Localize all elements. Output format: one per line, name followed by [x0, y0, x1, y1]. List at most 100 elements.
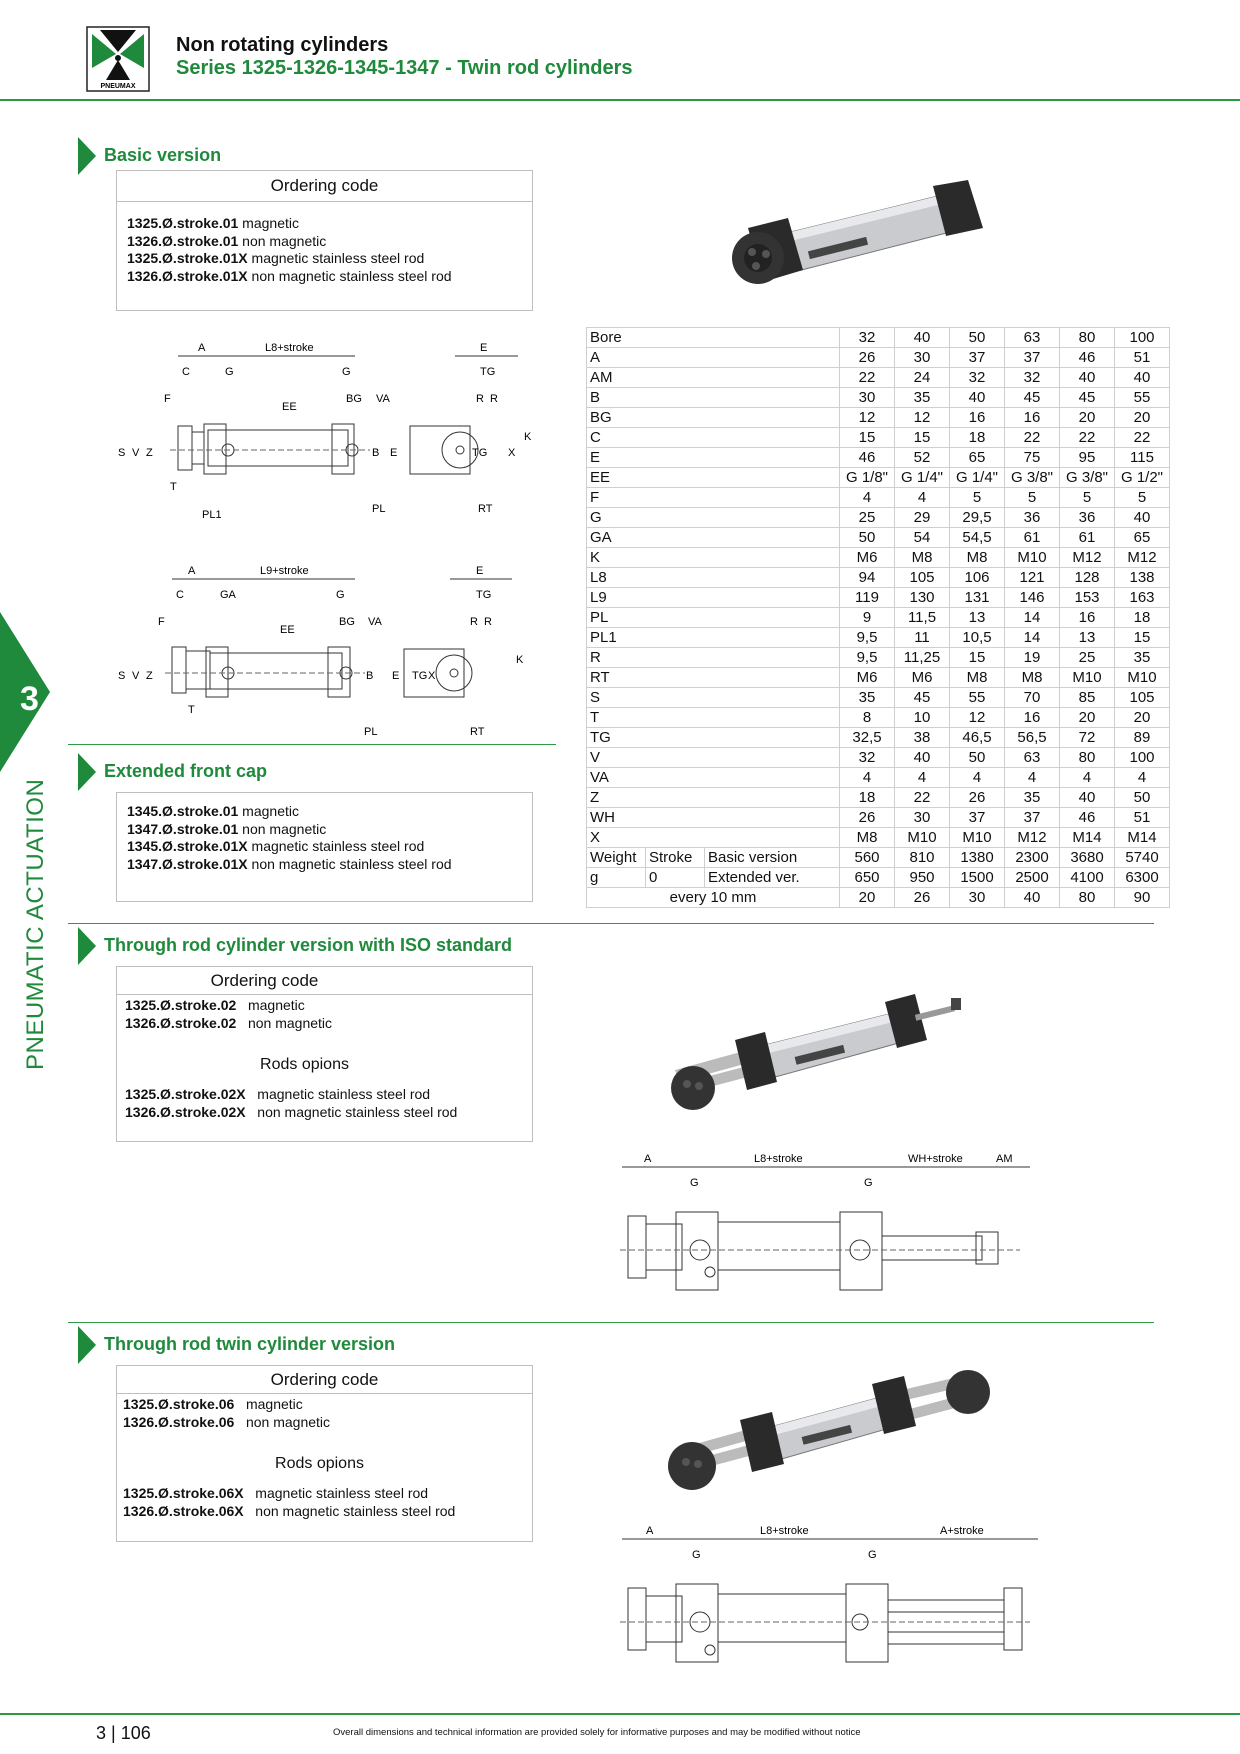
table-cell: 105: [894, 567, 950, 588]
table-cell: 20: [1059, 407, 1115, 428]
table-cell: 50: [839, 527, 895, 548]
table-cell: 30: [839, 387, 895, 408]
table-cell: 51: [1114, 807, 1170, 828]
dim-label: C: [176, 589, 184, 601]
table-cell: 30: [949, 887, 1005, 908]
basic-cylinder-photo: [718, 178, 988, 313]
table-cell: 106: [949, 567, 1005, 588]
table-cell: 24: [894, 367, 950, 388]
through-iso-ordering-box: Ordering code 1325.Ø.stroke.02 magnetic …: [116, 966, 533, 1142]
table-cell: 4: [949, 767, 1005, 788]
table-cell: 26: [839, 807, 895, 828]
dim-label: GA: [220, 589, 237, 601]
dim-label: E: [390, 447, 397, 459]
dim-label: EE: [282, 401, 297, 413]
row-label: PL1: [586, 627, 840, 648]
dim-label: PL: [372, 503, 385, 515]
dim-label: R: [470, 616, 478, 628]
table-cell: 115: [1114, 447, 1170, 468]
table-cell: 65: [1114, 527, 1170, 548]
table-cell: 9,5: [839, 627, 895, 648]
table-cell: M8: [1004, 667, 1060, 688]
table-cell: 50: [1114, 787, 1170, 808]
table-cell: 5: [1059, 487, 1115, 508]
through-rod-twin-title: Through rod twin cylinder version: [104, 1334, 396, 1354]
table-cell: 46,5: [949, 727, 1005, 748]
table-cell: 15: [894, 427, 950, 448]
table-cell: 1380: [949, 847, 1005, 868]
row-label: AM: [586, 367, 840, 388]
footer-disclaimer: Overall dimensions and technical informa…: [333, 1727, 861, 1738]
table-cell: 61: [1059, 527, 1115, 548]
dim-label: C: [182, 366, 190, 378]
extended-front-cap-title: Extended front cap: [104, 761, 268, 781]
table-cell: 72: [1059, 727, 1115, 748]
dim-label: X: [508, 447, 516, 459]
table-cell: M8: [949, 667, 1005, 688]
extended-code-list: 1345.Ø.stroke.01 magnetic 1347.Ø.stroke.…: [117, 793, 532, 873]
table-cell: 560: [839, 847, 895, 868]
page-title: Non rotating cylinders: [176, 34, 389, 56]
table-cell: G 1/8": [839, 467, 895, 488]
table-cell: M8: [839, 827, 895, 848]
table-cell: 54,5: [949, 527, 1005, 548]
code-line: 1326.Ø.stroke.06X non magnetic stainless…: [123, 1502, 456, 1519]
table-cell: 26: [894, 887, 950, 908]
code-line: 1326.Ø.stroke.02X non magnetic stainless…: [125, 1103, 458, 1120]
basic-dimension-drawing: A L8+stroke E C G G TG F BG VA R R EE S …: [110, 340, 550, 525]
table-cell: 40: [949, 387, 1005, 408]
table-cell: 32: [839, 327, 895, 348]
table-cell: M6: [839, 547, 895, 568]
table-cell: 40: [1114, 367, 1170, 388]
table-cell: 650: [839, 867, 895, 888]
table-cell: 13: [1059, 627, 1115, 648]
section-divider: [68, 744, 556, 745]
table-cell: 15: [839, 427, 895, 448]
dim-label: S: [118, 670, 125, 682]
basic-code-list: 1325.Ø.stroke.01 magnetic 1326.Ø.stroke.…: [117, 202, 532, 285]
table-cell: 65: [949, 447, 1005, 468]
table-cell: 22: [1059, 427, 1115, 448]
table-cell: 90: [1114, 887, 1170, 908]
table-cell: 15: [949, 647, 1005, 668]
table-cell: 4: [894, 767, 950, 788]
table-cell: 16: [1059, 607, 1115, 628]
table-cell: M12: [1059, 547, 1115, 568]
table-cell: 32,5: [839, 727, 895, 748]
table-cell: 2500: [1004, 867, 1060, 888]
extended-ordering-box: 1345.Ø.stroke.01 magnetic 1347.Ø.stroke.…: [116, 792, 533, 902]
table-cell: 40: [894, 327, 950, 348]
basic-version-title: Basic version: [104, 145, 222, 165]
table-cell: 3680: [1059, 847, 1115, 868]
table-cell: 35: [894, 387, 950, 408]
through-twin-cylinder-photo: [662, 1362, 1002, 1507]
table-cell: 163: [1114, 587, 1170, 608]
table-cell: 26: [949, 787, 1005, 808]
page-subtitle: Series 1325-1326-1345-1347 - Twin rod cy…: [176, 57, 633, 79]
table-cell: 5740: [1114, 847, 1170, 868]
table-cell: 6300: [1114, 867, 1170, 888]
dim-label: A: [198, 342, 206, 354]
table-cell: 121: [1004, 567, 1060, 588]
row-label: Bore: [586, 327, 840, 348]
table-cell: 128: [1059, 567, 1115, 588]
table-cell: 11,25: [894, 647, 950, 668]
table-cell: 16: [1004, 707, 1060, 728]
table-cell: 18: [839, 787, 895, 808]
dim-label: A: [188, 565, 196, 577]
table-cell: 35: [1114, 647, 1170, 668]
table-cell: 20: [1114, 707, 1170, 728]
table-cell: 12: [949, 707, 1005, 728]
section-divider: [68, 923, 1154, 924]
dim-label: S: [118, 447, 125, 459]
table-cell: 95: [1059, 447, 1115, 468]
code-line: 1347.Ø.stroke.01 non magnetic: [127, 820, 327, 837]
row-label: L8: [586, 567, 840, 588]
